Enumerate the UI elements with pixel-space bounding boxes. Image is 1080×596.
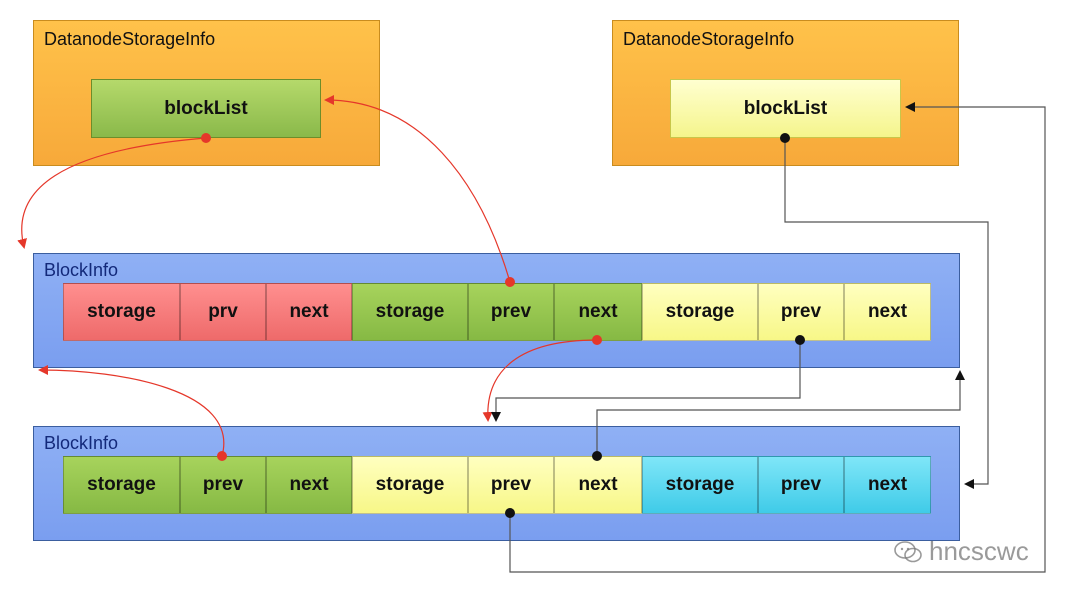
red-connector-prev-to-blockinfo1 [38, 365, 225, 457]
black-connector-blocklist-to-blockinfo2 [784, 138, 989, 489]
cell-next: next [266, 283, 352, 341]
red-connector-next-to-blockinfo2 [482, 339, 598, 422]
storage-info-title: DatanodeStorageInfo [623, 29, 795, 49]
black-dot [795, 335, 805, 345]
cell-storage: storage [642, 283, 758, 341]
cell-next: next [554, 283, 642, 341]
black-connector-prev-to-blockinfo2 [491, 340, 801, 422]
block-info-title: BlockInfo [44, 433, 119, 453]
cell-prev: prv [180, 283, 266, 341]
cell-prev: prev [468, 456, 554, 514]
red-connector-prev-to-blocklist [324, 95, 511, 283]
block-list-label: blockList [743, 97, 828, 119]
block-info-1: BlockInfo storage prv next storage prev … [33, 253, 960, 368]
cell-prev: prev [758, 456, 844, 514]
watermark-text: hncscwc [929, 536, 1029, 566]
black-dot [505, 508, 515, 518]
black-dot [780, 133, 790, 143]
cell-prev: prev [758, 283, 844, 341]
black-connector-next-to-blockinfo1 [596, 370, 965, 456]
chat-bubble-icon [894, 540, 922, 562]
red-dot [592, 335, 602, 345]
cell-storage: storage [63, 283, 180, 341]
storage-info-title: DatanodeStorageInfo [44, 29, 216, 49]
red-dot [201, 133, 211, 143]
cell-storage: storage [642, 456, 758, 514]
watermark: hncscwc [893, 536, 1029, 567]
red-dot [217, 451, 227, 461]
block-info-title: BlockInfo [44, 260, 119, 280]
block-list-label: blockList [164, 97, 248, 119]
cell-storage: storage [352, 456, 468, 514]
cell-next: next [266, 456, 352, 514]
cell-prev: prev [468, 283, 554, 341]
cell-next: next [844, 283, 931, 341]
red-connector-blocklist-to-blockinfo1 [17, 137, 207, 249]
red-dot [505, 277, 515, 287]
cell-storage: storage [352, 283, 468, 341]
cell-prev: prev [180, 456, 266, 514]
cell-storage: storage [63, 456, 180, 514]
cell-next: next [844, 456, 931, 514]
block-info-cells: storage prv next storage prev next stora… [63, 283, 931, 341]
black-connector-prev-to-blocklist [509, 102, 1046, 573]
black-dot [592, 451, 602, 461]
